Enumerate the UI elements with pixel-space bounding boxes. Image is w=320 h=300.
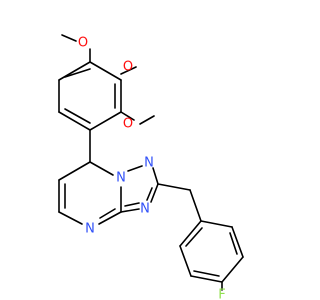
bond [231, 226, 244, 258]
bond [185, 227, 203, 247]
bond [139, 115, 155, 125]
fluorine-atom-label: F [218, 288, 225, 300]
bond [179, 220, 202, 247]
bond [64, 68, 91, 78]
bond [179, 245, 192, 277]
bond [61, 34, 77, 42]
bridgehead-nitrogen-label: N [116, 171, 126, 186]
bond [120, 111, 135, 121]
bond-lines [58, 34, 244, 291]
bond [127, 165, 143, 172]
bond [124, 202, 140, 207]
bond [157, 183, 191, 191]
oxygen-atom-label: O [78, 36, 88, 51]
bond [89, 61, 122, 81]
bond [64, 108, 91, 124]
atom-labels: O O O N N N N F [78, 36, 226, 300]
bond [58, 111, 91, 131]
bond [89, 161, 114, 176]
structure-canvas: O O O N N N N F [58, 34, 244, 300]
bond [190, 275, 223, 283]
triazole-nitrogen-label: N [140, 202, 150, 217]
bond [58, 161, 91, 181]
oxygen-atom-label: O [123, 60, 133, 75]
bond [229, 232, 238, 255]
oxygen-atom-label: O [123, 117, 133, 132]
bond [89, 111, 122, 131]
bond [120, 208, 140, 213]
molecule-structure: O O O N N N N F [58, 34, 244, 300]
bond [58, 61, 91, 81]
bond [152, 167, 159, 185]
bond [150, 183, 159, 203]
bond [120, 66, 137, 75]
bond [189, 189, 202, 222]
bond [99, 208, 116, 219]
pyrimidine-nitrogen-label: N [85, 222, 95, 237]
bond [221, 256, 244, 283]
bond [193, 270, 220, 277]
triazole-nitrogen-label: N [144, 156, 154, 171]
bond [58, 211, 83, 225]
bond [98, 211, 122, 225]
bond [146, 187, 153, 201]
bond [200, 220, 233, 228]
